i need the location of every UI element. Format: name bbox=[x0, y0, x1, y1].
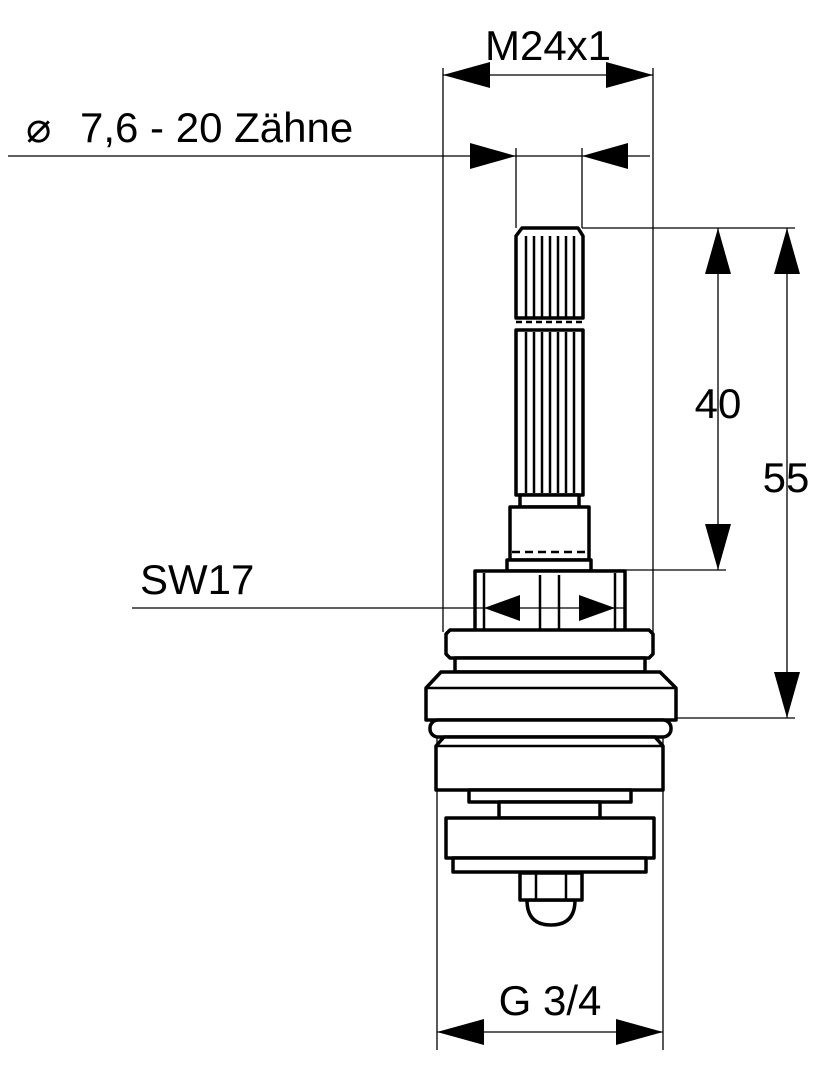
label-g34: G 3/4 bbox=[499, 977, 602, 1024]
label-40: 40 bbox=[695, 380, 742, 427]
dimension-sw17: SW17 bbox=[132, 556, 625, 621]
valve-cartridge bbox=[424, 226, 678, 927]
cap-nut-hex bbox=[518, 871, 584, 902]
diameter-symbol: ⌀ bbox=[26, 104, 51, 151]
cap-nut-dome bbox=[525, 898, 577, 927]
dimension-m24x1: M24x1 bbox=[443, 22, 653, 88]
label-m24x1: M24x1 bbox=[485, 22, 611, 69]
dimension-g34: G 3/4 bbox=[437, 977, 663, 1045]
dimension-spline-diameter: ⌀ 7,6 - 20 Zähne bbox=[8, 104, 650, 169]
dimension-40: 40 bbox=[695, 228, 742, 570]
label-sw17: SW17 bbox=[140, 556, 254, 603]
dimension-55: 55 bbox=[763, 228, 810, 718]
label-55: 55 bbox=[763, 454, 810, 501]
label-spline: 7,6 - 20 Zähne bbox=[80, 104, 353, 151]
hex-nut-sw17 bbox=[473, 569, 627, 634]
extension-lines bbox=[436, 68, 795, 1050]
